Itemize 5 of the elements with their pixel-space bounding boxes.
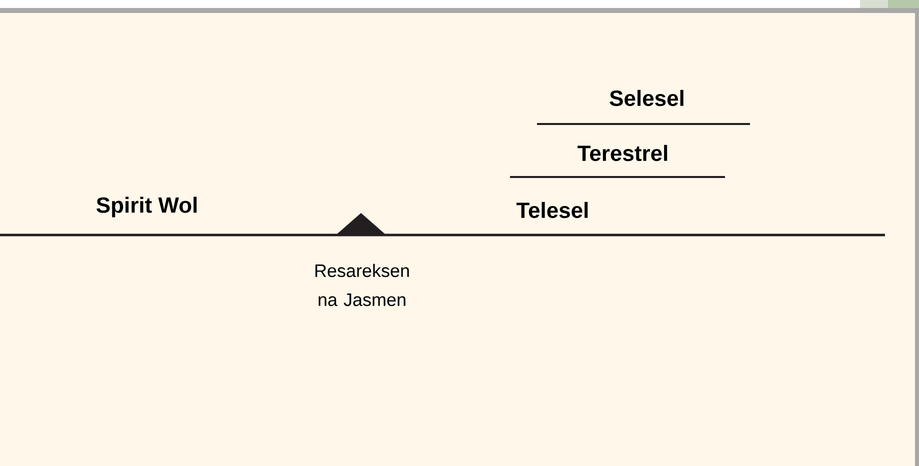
level-label: Telesel [516,202,588,218]
level-label: Terestrel [578,144,668,162]
caption-text: Resareksen na Jasmen [315,264,409,306]
level-label: Spirit Wol [96,196,197,218]
level-label: Selesel [610,90,684,106]
